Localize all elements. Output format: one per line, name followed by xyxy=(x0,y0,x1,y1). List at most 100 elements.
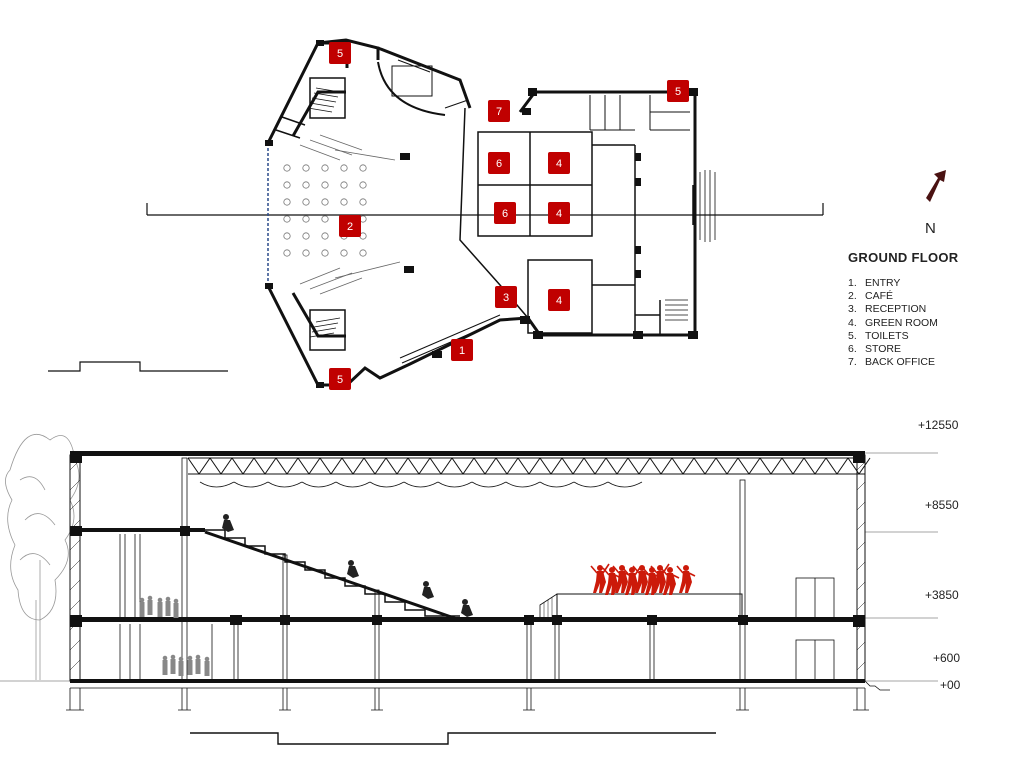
people-figures xyxy=(139,595,210,676)
table-icon xyxy=(283,249,291,257)
person-icon xyxy=(165,596,171,602)
tree-icon xyxy=(5,434,80,680)
person-icon xyxy=(187,655,193,661)
person-icon xyxy=(170,654,176,660)
svg-text:4: 4 xyxy=(556,295,562,307)
legend-item: 1.ENTRY xyxy=(848,277,901,289)
person-icon xyxy=(147,600,153,615)
svg-text:6: 6 xyxy=(502,208,508,220)
person-icon xyxy=(178,656,184,662)
table-icon xyxy=(359,181,367,189)
svg-text:6: 6 xyxy=(496,158,502,170)
legend-item: 6.STORE xyxy=(848,343,901,356)
svg-text:5: 5 xyxy=(337,374,343,386)
person-icon xyxy=(173,603,179,618)
table-icon xyxy=(302,215,310,223)
person-icon xyxy=(157,597,163,603)
dancer-icon xyxy=(615,571,628,593)
table-icon xyxy=(340,198,348,206)
tag-store-1: 6 xyxy=(488,152,510,174)
svg-text:7: 7 xyxy=(496,106,502,118)
tag-toilets-sw: 5 xyxy=(329,368,351,390)
table-icon xyxy=(321,181,329,189)
table-icon xyxy=(340,249,348,257)
level-label: +600 xyxy=(933,651,961,665)
section-drawing xyxy=(0,434,938,745)
dancer-icon xyxy=(602,563,610,574)
person-icon xyxy=(139,602,145,617)
cafe-seating xyxy=(283,164,367,257)
dancer-icon xyxy=(663,573,676,595)
person-icon xyxy=(157,602,163,617)
section-scale-bar xyxy=(190,732,716,745)
person-icon xyxy=(147,595,153,601)
table-icon xyxy=(359,198,367,206)
dancer-icon xyxy=(612,565,620,574)
dancer-icon xyxy=(688,572,696,577)
dancer-icon xyxy=(632,565,640,574)
legend: GROUND FLOOR 1.ENTRY 2.CAFÉ 3.RECEPTION … xyxy=(848,250,958,369)
tag-cafe: 2 xyxy=(339,215,361,237)
tag-store-2: 6 xyxy=(494,202,516,224)
dancer-icon xyxy=(683,565,689,571)
audience-figures xyxy=(222,514,473,617)
table-icon xyxy=(321,198,329,206)
dancer-icon xyxy=(642,567,650,576)
dancer-icon xyxy=(679,571,692,593)
table-icon xyxy=(302,164,310,172)
table-icon xyxy=(321,249,329,257)
table-icon xyxy=(302,198,310,206)
person-icon xyxy=(139,597,145,603)
dancer-figures xyxy=(590,563,696,595)
table-icon xyxy=(283,181,291,189)
svg-text:1: 1 xyxy=(459,345,465,357)
table-icon xyxy=(340,181,348,189)
tag-green-room-2: 4 xyxy=(548,202,570,224)
table-icon xyxy=(283,164,291,172)
person-icon xyxy=(173,598,179,604)
tag-toilets-nw: 5 xyxy=(329,42,351,64)
legend-item: 4.GREEN ROOM xyxy=(848,316,938,329)
person-icon xyxy=(162,660,168,675)
dancer-icon xyxy=(609,567,615,573)
seating-rows xyxy=(299,134,401,295)
roof-truss xyxy=(187,457,871,475)
legend-item: 3.RECEPTION xyxy=(848,303,927,316)
dancer-icon xyxy=(653,571,666,593)
svg-text:5: 5 xyxy=(675,86,681,98)
svg-text:3: 3 xyxy=(503,292,509,304)
dancer-icon xyxy=(622,567,630,576)
north-arrow-icon xyxy=(926,170,946,202)
plan-scale-bar xyxy=(48,361,228,372)
raked-seating xyxy=(205,529,460,617)
table-icon xyxy=(321,215,329,223)
table-icon xyxy=(321,232,329,240)
dancer-icon xyxy=(605,573,618,595)
legend-item: 5.TOILETS xyxy=(848,329,909,342)
table-icon xyxy=(359,249,367,257)
legend-item: 7.BACK OFFICE xyxy=(848,356,936,369)
svg-text:2: 2 xyxy=(347,221,353,233)
table-icon xyxy=(283,198,291,206)
svg-text:4: 4 xyxy=(556,208,562,220)
table-icon xyxy=(321,164,329,172)
dancer-icon xyxy=(660,567,668,576)
table-icon xyxy=(340,164,348,172)
dancer-icon xyxy=(635,571,648,593)
legend-item: 2.CAFÉ xyxy=(848,290,894,303)
plan-columns xyxy=(265,40,698,388)
person-icon xyxy=(204,661,210,676)
tag-green-room-3: 4 xyxy=(548,289,570,311)
person-icon xyxy=(195,659,201,674)
table-icon xyxy=(283,232,291,240)
level-label: +12550 xyxy=(918,418,959,432)
table-icon xyxy=(302,249,310,257)
acoustic-baffles xyxy=(199,481,643,488)
person-icon xyxy=(165,601,171,616)
svg-text:5: 5 xyxy=(337,48,343,60)
level-label: +3850 xyxy=(925,588,959,602)
person-icon xyxy=(195,654,201,660)
legend-title: GROUND FLOOR xyxy=(848,250,959,265)
dancer-icon xyxy=(597,565,603,571)
